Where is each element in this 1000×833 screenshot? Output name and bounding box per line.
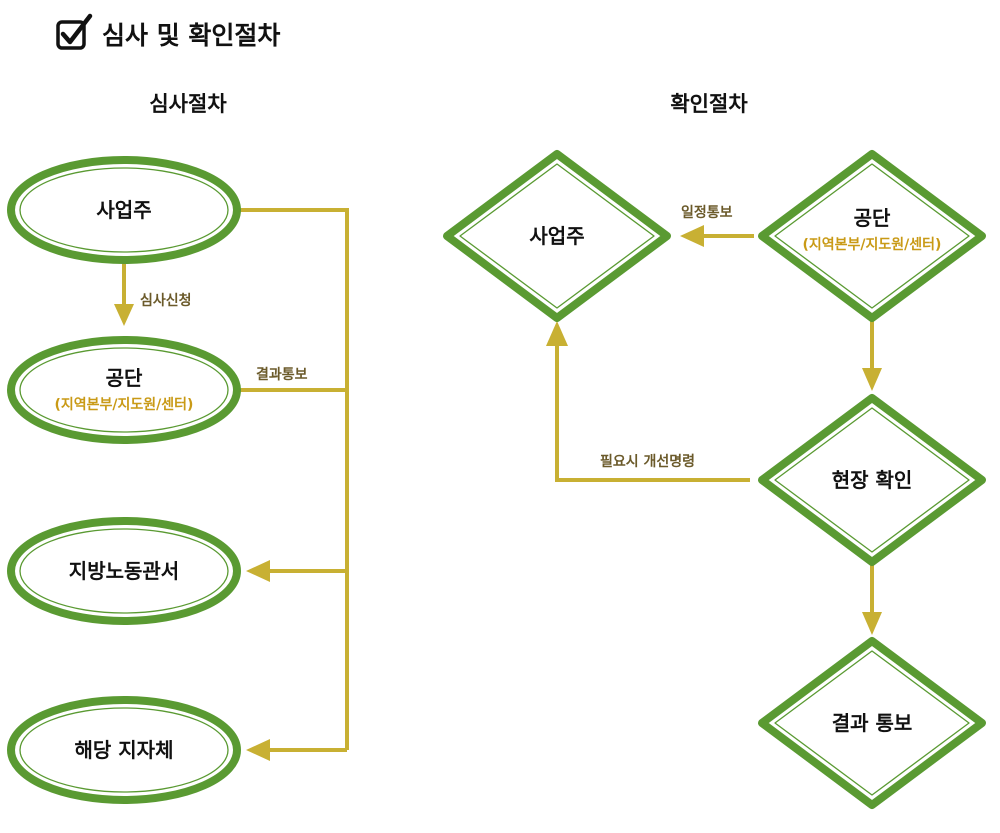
node-label: 공단 bbox=[854, 206, 891, 230]
node-check-agency: 공단 (지역본부/지도원/센터) bbox=[758, 150, 986, 322]
arrow-up-icon bbox=[546, 321, 568, 346]
edge-label-notify: 결과통보 bbox=[256, 366, 308, 383]
node-label: 해당 지자체 bbox=[75, 738, 174, 762]
edge-label-apply: 심사신청 bbox=[140, 293, 192, 309]
page-title: 심사 및 확인절차 bbox=[102, 21, 280, 50]
node-label: 지방노동관서 bbox=[69, 559, 179, 583]
arrow-left-icon bbox=[246, 739, 270, 761]
node-sublabel: (지역본부/지도원/센터) bbox=[55, 396, 194, 413]
node-label: 공단 bbox=[106, 366, 143, 390]
review-connectors bbox=[114, 208, 349, 761]
arrow-down-icon bbox=[862, 612, 882, 635]
review-section-title: 심사절차 bbox=[149, 92, 227, 116]
node-sublabel: (지역본부/지도원/센터) bbox=[803, 236, 942, 253]
node-label: 사업주 bbox=[96, 198, 151, 222]
arrow-down-icon bbox=[114, 304, 134, 326]
arrow-left-icon bbox=[246, 560, 270, 582]
node-label: 결과 통보 bbox=[832, 711, 913, 735]
arrow-left-icon bbox=[680, 225, 704, 247]
node-label: 사업주 bbox=[529, 224, 584, 248]
node-check-employer: 사업주 bbox=[443, 150, 671, 322]
node-label: 현장 확인 bbox=[832, 468, 913, 492]
node-review-agency: 공단 (지역본부/지도원/센터) bbox=[7, 336, 241, 444]
edge-label-order: 필요시 개선명령 bbox=[600, 453, 695, 470]
node-review-local-gov: 해당 지자체 bbox=[7, 696, 241, 804]
edge-label-schedule: 일정통보 bbox=[681, 204, 733, 221]
check-connectors bbox=[546, 225, 882, 635]
node-review-labor-office: 지방노동관서 bbox=[7, 517, 241, 625]
checkbox-checked-icon bbox=[56, 13, 93, 50]
node-check-site: 현장 확인 bbox=[758, 394, 986, 566]
check-section-title: 확인절차 bbox=[670, 92, 748, 116]
node-check-result: 결과 통보 bbox=[758, 637, 986, 809]
arrow-down-icon bbox=[862, 368, 882, 391]
node-review-employer: 사업주 bbox=[7, 156, 241, 264]
